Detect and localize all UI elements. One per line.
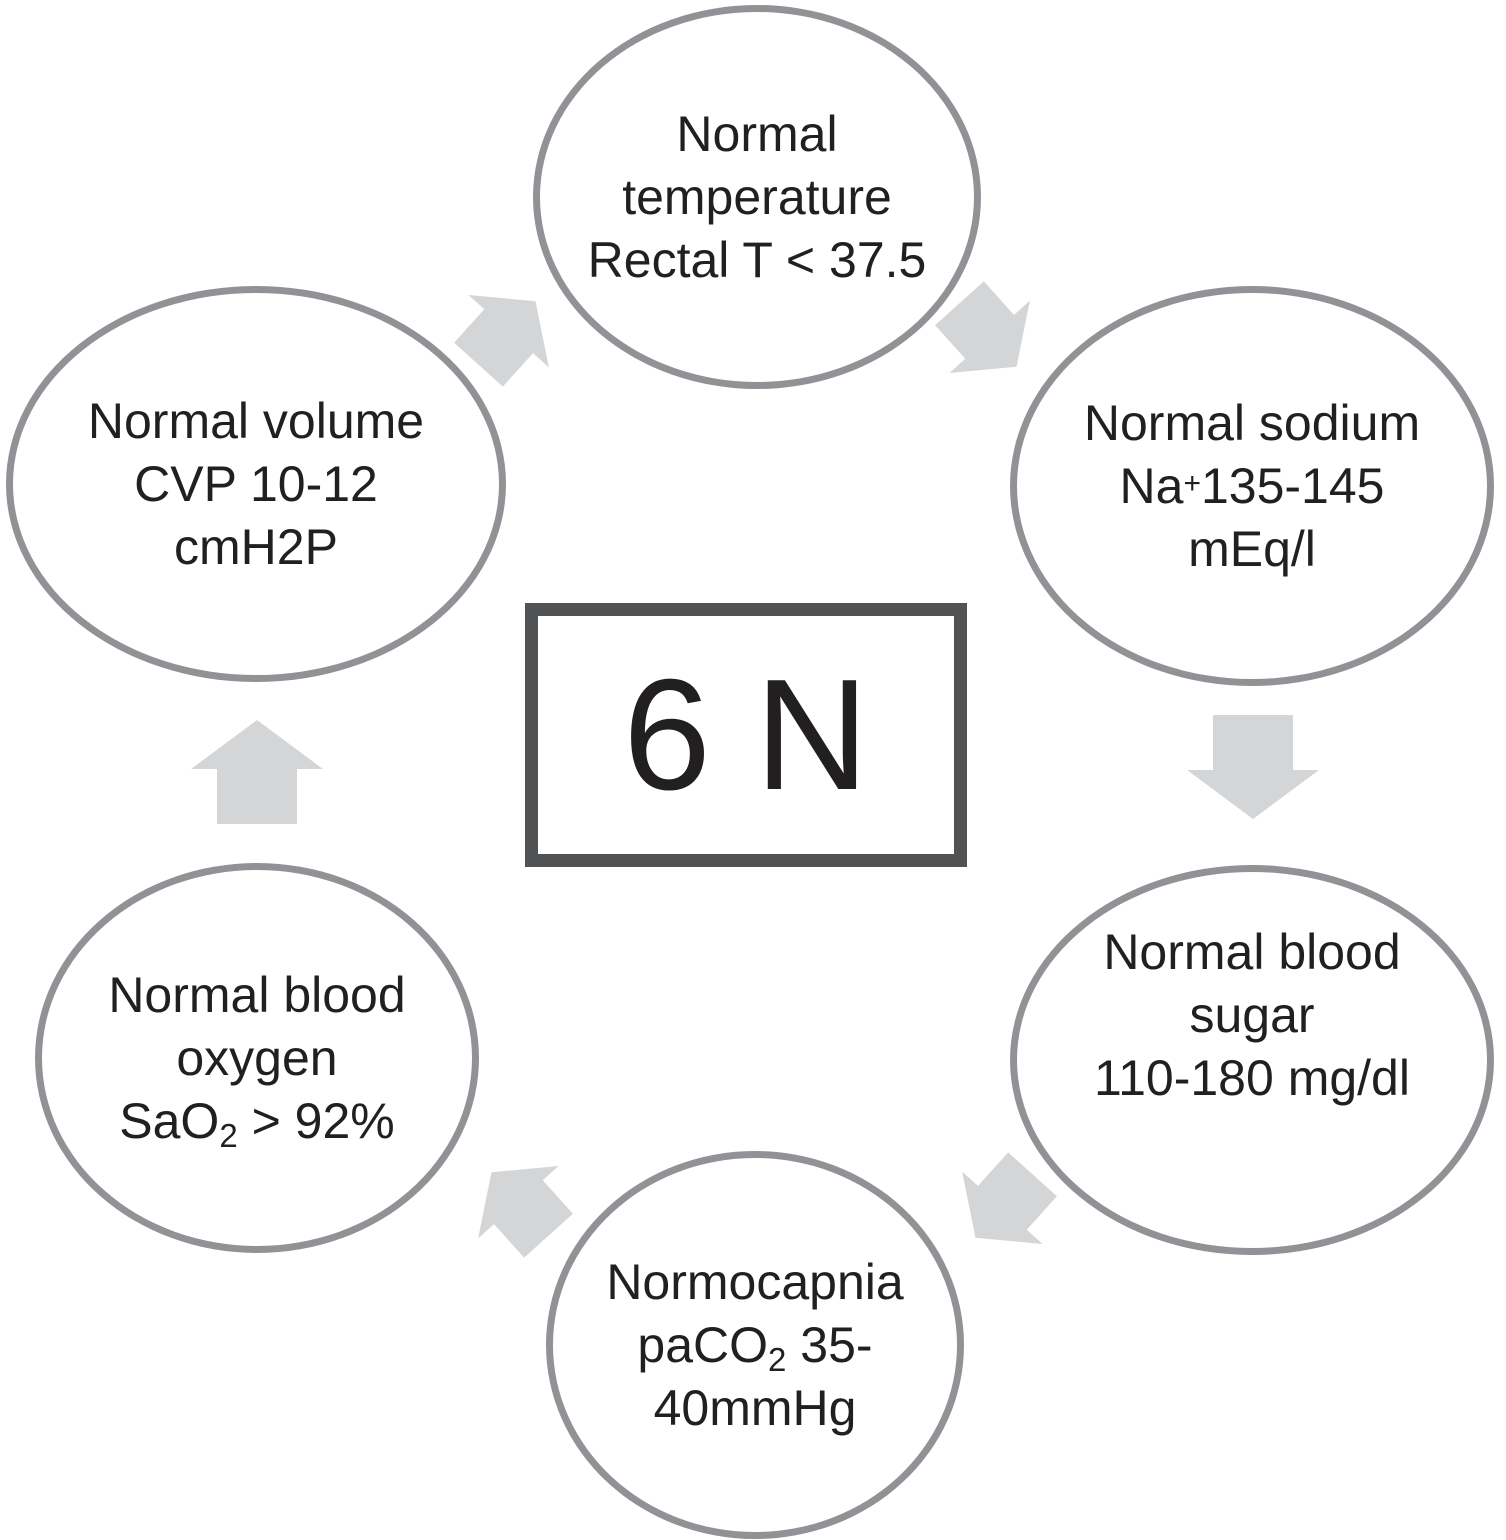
node-text-line: Normal volume: [87, 392, 425, 449]
superscript-plus: +: [1183, 466, 1201, 500]
node-normal-volume: Normal volume CVP 10-12 cmH2P: [6, 286, 506, 682]
subscript-two: 2: [219, 1116, 238, 1154]
node-normal-blood-sugar: Normal blood sugar 110-180 mg/dl: [1010, 865, 1494, 1255]
node-text-line: Normal blood: [108, 966, 406, 1023]
node-text: Normal volume CVP 10-12 cmH2P: [13, 390, 499, 579]
arrow-down-icon: [1187, 715, 1319, 819]
node-text-line: sugar: [1189, 986, 1315, 1043]
node-text-line: Normal blood: [1103, 923, 1401, 980]
subscript-two: 2: [768, 1340, 787, 1378]
node-text-line: 110-180 mg/dl: [1094, 1049, 1410, 1106]
node-text-line: paCO2 35-: [553, 1314, 957, 1377]
node-text-line: CVP 10-12: [134, 455, 378, 512]
center-box-label: 6 N: [623, 647, 869, 823]
node-normocapnia: Normocapnia paCO2 35- 40mmHg: [546, 1151, 964, 1539]
arrow-up-icon: [191, 720, 323, 824]
line-segment: > 92%: [237, 1092, 395, 1149]
node-text: Normal blood oxygen SaO2 > 92%: [42, 964, 472, 1153]
node-text: Normal temperature Rectal T < 37.5: [540, 103, 974, 292]
node-normal-temperature: Normal temperature Rectal T < 37.5: [533, 5, 981, 389]
line-segment: Na: [1119, 457, 1184, 514]
line-segment: 135-145: [1200, 457, 1385, 514]
node-normal-sodium: Normal sodium Na+135-145 mEq/l: [1010, 286, 1494, 686]
node-text-line: SaO2 > 92%: [42, 1090, 472, 1153]
node-text: Normocapnia paCO2 35- 40mmHg: [553, 1251, 957, 1440]
line-segment: SaO: [119, 1092, 220, 1149]
node-text-line: cmH2P: [174, 518, 338, 575]
node-normal-blood-oxygen: Normal blood oxygen SaO2 > 92%: [35, 863, 479, 1253]
node-text: Normal blood sugar 110-180 mg/dl: [1017, 921, 1487, 1110]
node-text-line: Normal: [676, 105, 838, 162]
node-text-line: mEq/l: [1188, 520, 1316, 577]
node-text: Normal sodium Na+135-145 mEq/l: [1017, 392, 1487, 581]
node-text-line: Na+135-145: [1017, 455, 1487, 518]
node-text-line: temperature: [622, 168, 892, 225]
node-text-line: Rectal T < 37.5: [587, 231, 927, 288]
center-box: 6 N: [525, 603, 967, 867]
node-text-line: 40mmHg: [653, 1379, 857, 1436]
node-text-line: Normocapnia: [606, 1253, 904, 1310]
line-segment: 35-: [786, 1316, 873, 1373]
node-text-line: Normal sodium: [1083, 394, 1421, 451]
line-segment: paCO: [637, 1316, 769, 1373]
node-text-line: oxygen: [176, 1029, 338, 1086]
